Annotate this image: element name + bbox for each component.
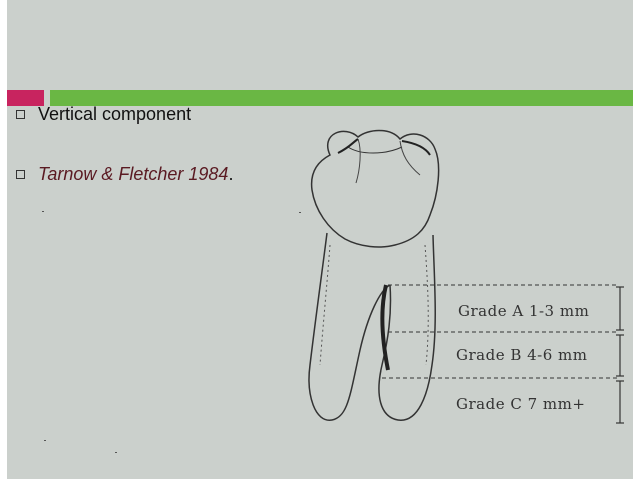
- grade-a-label: Grade A 1-3 mm: [458, 302, 589, 320]
- grade-b-label: Grade B 4-6 mm: [456, 346, 588, 364]
- bullet-item-vertical-component: Vertical component: [16, 104, 191, 125]
- tooth-root-right: [379, 235, 435, 420]
- tooth-crown: [312, 131, 439, 248]
- tooth-furcation-diagram: Grade A 1-3 mm Grade B 4-6 mm Grade C 7 …: [290, 125, 633, 435]
- slide: Vertical component Tarnow & Fletcher 198…: [7, 0, 633, 479]
- bullet-text: Vertical component: [38, 104, 191, 125]
- tooth-root-left: [309, 233, 390, 420]
- speck: [44, 440, 46, 441]
- bullet-item-reference: Tarnow & Fletcher 1984.: [16, 164, 233, 185]
- square-bullet-icon: [16, 110, 25, 119]
- square-bullet-icon: [16, 170, 25, 179]
- reference-period: .: [228, 164, 233, 185]
- reference-text: Tarnow & Fletcher 1984: [38, 164, 228, 185]
- grade-c-label: Grade C 7 mm+: [456, 395, 585, 413]
- tooth-illustration: [290, 125, 633, 435]
- speck: [42, 211, 44, 212]
- speck: [115, 452, 117, 453]
